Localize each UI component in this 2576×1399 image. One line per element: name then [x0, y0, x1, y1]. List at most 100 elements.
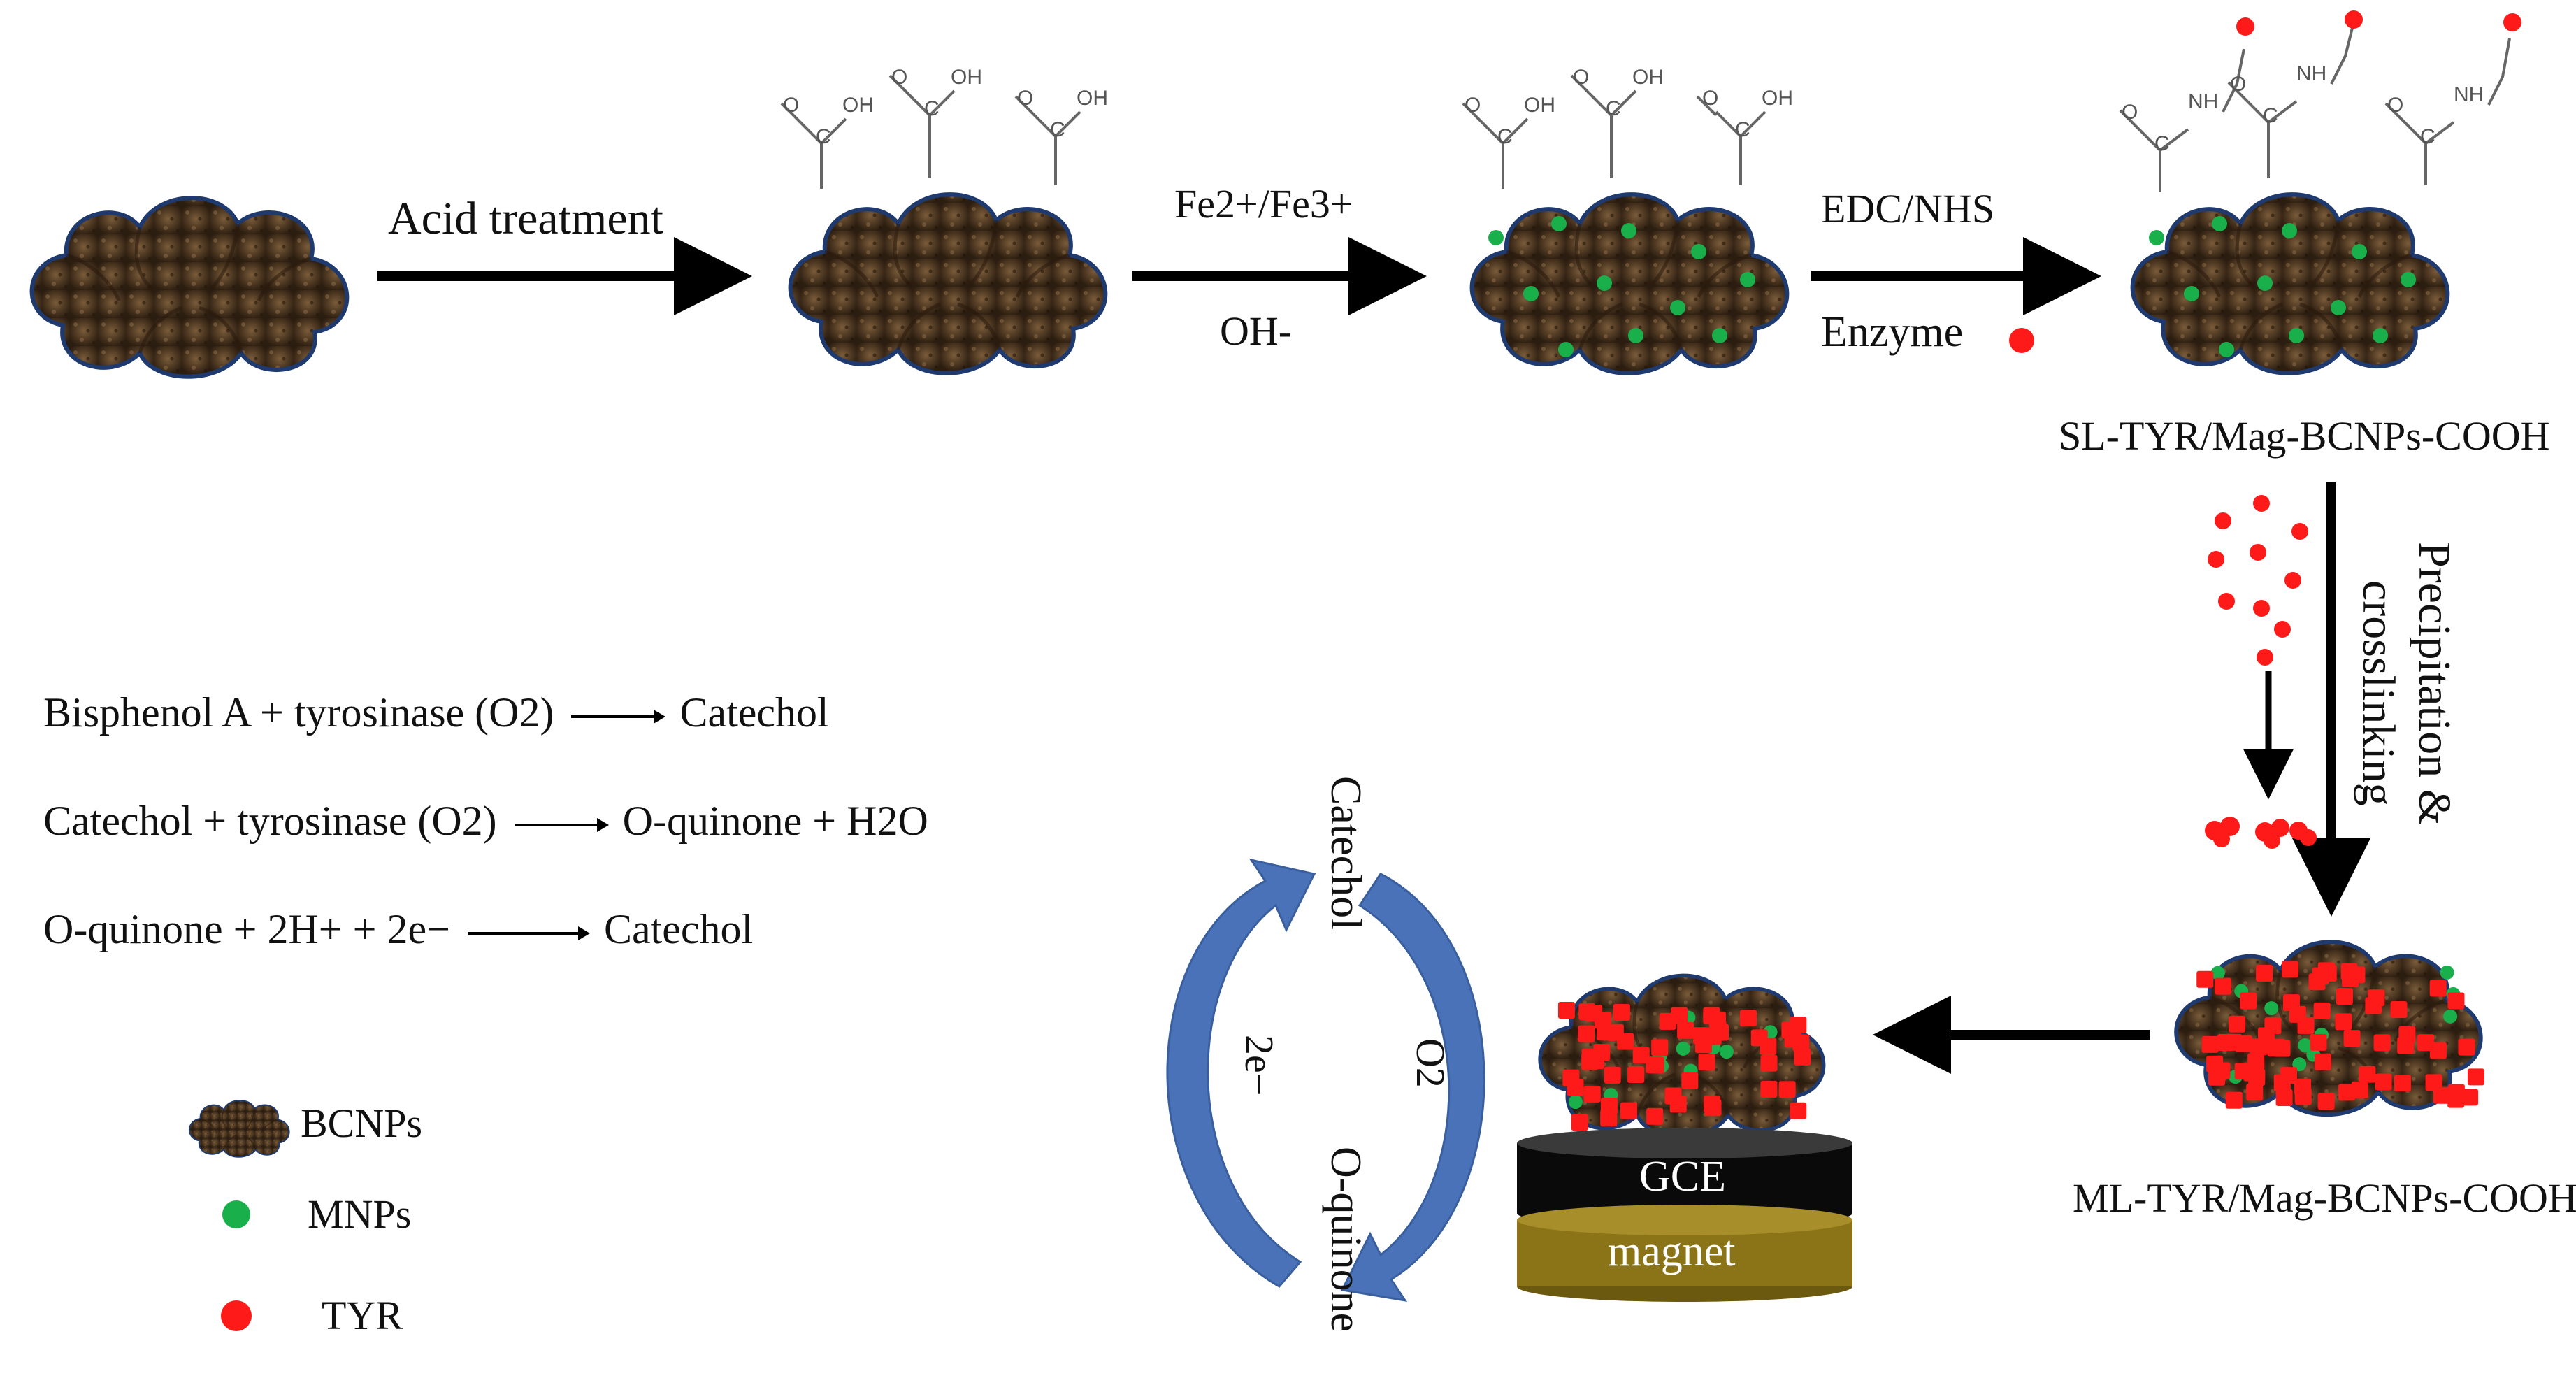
chem-o-label: O: [2230, 73, 2246, 96]
tyr-square: [1794, 1048, 1811, 1066]
mnp-dot: [2257, 275, 2273, 291]
chem-c-label: C: [2154, 132, 2170, 155]
magnet-label: magnet: [1608, 1228, 1736, 1275]
tyr-square: [2390, 1001, 2408, 1019]
tyr-square: [2467, 1068, 2484, 1086]
tyr-square: [2267, 1040, 2284, 1057]
tyr-square: [1693, 1027, 1711, 1045]
chem-oh-label: OH: [1524, 94, 1555, 117]
tyr-square: [1627, 1066, 1645, 1083]
edc-nhs-label: EDC/NHS: [1821, 186, 1995, 231]
mnp-dot: [1740, 272, 1755, 287]
cycle-oxygen-label: O2: [1408, 1038, 1453, 1088]
tyr-square: [2335, 1013, 2352, 1031]
carboxyl-groups: [780, 74, 1081, 189]
tyr-square: [2341, 970, 2359, 988]
tyr-square: [2273, 1074, 2291, 1091]
bcnp-particle-raw: [32, 198, 347, 377]
tyr-square: [1703, 1007, 1720, 1024]
tyr-dot: [2503, 13, 2521, 31]
tyr-square: [2229, 1015, 2246, 1033]
tyr-square: [1646, 1107, 1664, 1125]
tyr-square: [1760, 1038, 1777, 1055]
legend-bcnp-icon: [188, 1099, 290, 1158]
tyr-square: [1578, 1003, 1596, 1021]
tyr-square: [2398, 1026, 2416, 1043]
tyr-aggregate: [2205, 817, 2317, 849]
mnp-dot: [2289, 328, 2304, 343]
mnp-dot: [1719, 1045, 1734, 1059]
reaction-3-lhs: O-quinone + 2H+ + 2e−: [43, 906, 450, 952]
chem-oh-label: OH: [1077, 87, 1108, 110]
chem-oh-label: OH: [951, 66, 982, 89]
fe-ions-text: Fe2+/Fe3+: [1174, 181, 1353, 227]
chem-o-label: O: [2387, 94, 2403, 117]
legend: [188, 1099, 290, 1331]
tyr-square: [2215, 977, 2232, 995]
tyr-square: [2447, 1091, 2465, 1108]
tyr-square: [1613, 1003, 1630, 1021]
chem-c-label: C: [1497, 125, 1513, 148]
tyr-square: [1587, 1052, 1604, 1070]
mnp-dot: [2212, 216, 2227, 231]
tyr-dot: [2253, 495, 2270, 512]
reaction-1-arrow: [571, 710, 666, 724]
tyr-square: [1646, 1056, 1663, 1074]
chem-o-label: O: [2122, 101, 2138, 124]
mnp-dot: [2443, 1009, 2458, 1024]
ml-product-label: ML-TYR/Mag-BCNPs-COOH: [2073, 1175, 2576, 1221]
tyr-square: [1703, 1095, 1720, 1112]
tyr-square: [1778, 1081, 1796, 1098]
tyr-dot: [2236, 17, 2254, 36]
tyr-square: [1600, 1110, 1618, 1127]
legend-tyr-label: TYR: [322, 1293, 403, 1338]
tyr-square: [1698, 1054, 1715, 1071]
reaction-2-rhs: O-quinone + H2O: [622, 798, 928, 844]
tyr-square: [1571, 1114, 1588, 1131]
tyr-square: [2250, 1038, 2268, 1056]
tyr-dot: [2291, 523, 2308, 540]
tyr-square: [1620, 1102, 1638, 1119]
tyr-dot: [2215, 512, 2231, 529]
gce-label: GCE: [1639, 1153, 1726, 1200]
tyr-square: [2375, 1073, 2392, 1091]
enzyme-dot: [2009, 328, 2034, 353]
tyr-square: [1760, 1054, 1778, 1072]
tyr-square: [1578, 1025, 1595, 1042]
mnp-dot: [1712, 328, 1727, 343]
chem-c-label: C: [1050, 118, 1065, 141]
tyr-square: [2458, 1038, 2475, 1056]
chem-o-label: O: [891, 66, 907, 89]
reaction-1-rhs: Catechol: [679, 689, 829, 736]
mnp-dot: [2264, 1001, 2279, 1016]
tyr-dot: [2284, 572, 2301, 589]
chem-o-label: O: [1702, 87, 1718, 110]
reaction-2: Catechol + tyrosinase (O2) O-quinone + H…: [43, 797, 928, 845]
mnp-dot: [1568, 1095, 1583, 1110]
tyr-dot: [2274, 621, 2291, 638]
legend-mnp-icon: [222, 1200, 250, 1228]
mnp-dot: [2282, 223, 2297, 238]
chem-oh-label: OH: [1632, 66, 1664, 89]
tyr-square: [2365, 997, 2382, 1014]
tyr-square: [2217, 1033, 2235, 1051]
tyr-square: [2338, 1084, 2356, 1101]
cycle-electrons-label: 2e−: [1237, 1035, 1282, 1096]
mnp-dot: [1670, 300, 1685, 315]
legend-tyr-icon: [221, 1300, 252, 1331]
cycle-left-arrow: [1166, 858, 1316, 1288]
tyr-squares: [1557, 1001, 1811, 1131]
tyr-square: [2317, 1093, 2335, 1110]
tyr-free-dots: [2208, 495, 2308, 666]
chem-nh-label: NH: [2188, 90, 2218, 113]
acid-treatment-label: Acid treatment: [388, 193, 664, 244]
tyr-square: [2315, 1053, 2332, 1070]
reaction-1-lhs: Bisphenol A + tyrosinase (O2): [43, 689, 554, 736]
chem-c-label: C: [1735, 118, 1750, 141]
electrode-particle: [1540, 975, 1824, 1136]
reaction-3: O-quinone + 2H+ + 2e− Catechol: [43, 905, 753, 954]
tyr-square: [2282, 961, 2299, 978]
tyr-squares: [2196, 961, 2484, 1110]
